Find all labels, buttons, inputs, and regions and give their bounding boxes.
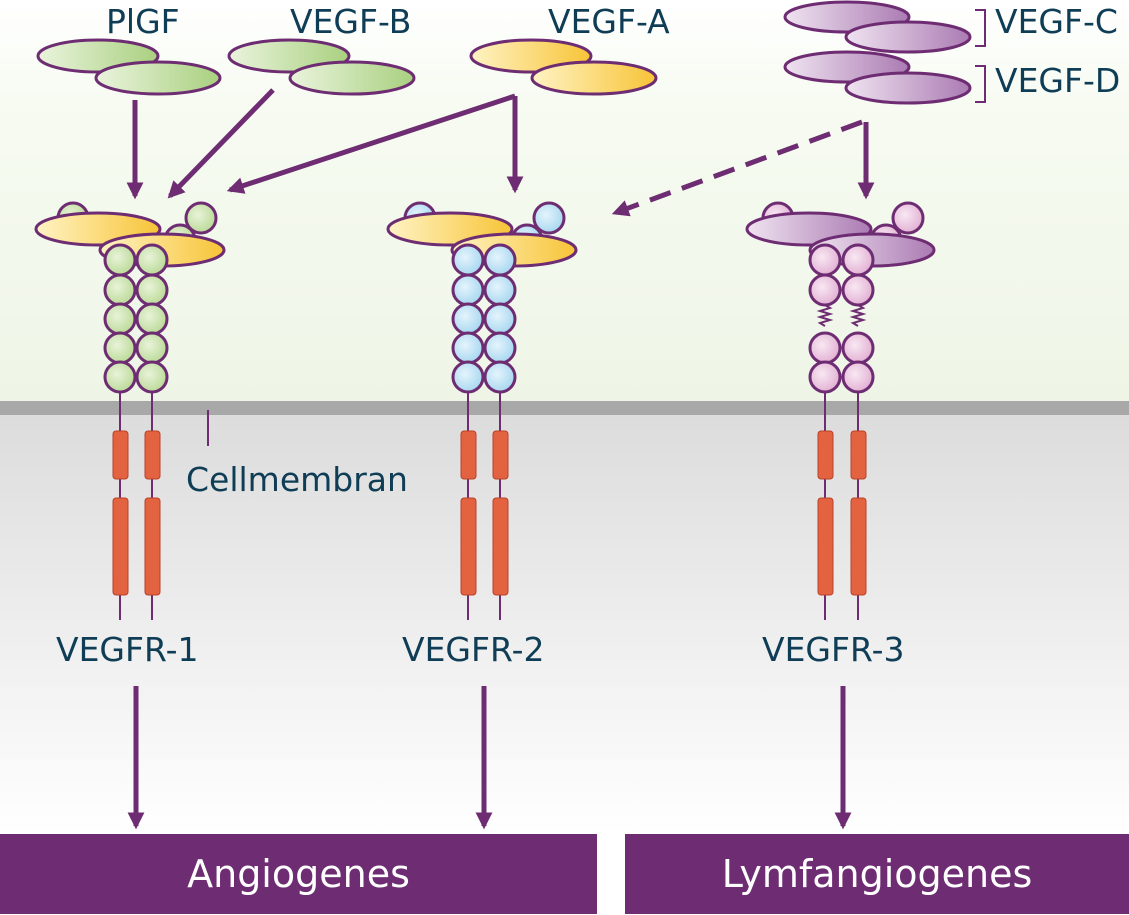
receptor-vegfr1 (34, 201, 226, 620)
arrow-vegfb-to-vegfr1 (167, 88, 275, 199)
ligand-vegf-d (783, 50, 972, 105)
vegfr3-linker-right (849, 304, 867, 327)
ligand-vegf-b (227, 38, 416, 96)
outcome-angiogenesis-label: Angiogenes (187, 852, 410, 896)
vegfr3-linker-left (816, 304, 834, 327)
label-vegfr2: VEGFR-2 (402, 630, 545, 669)
outcome-bar-angiogenesis: Angiogenes (0, 834, 597, 914)
label-vegfr3: VEGFR-3 (762, 630, 905, 669)
label-plgf: PlGF (106, 2, 180, 41)
label-vegf-d: VEGF-D (995, 61, 1121, 100)
outcome-lymphangiogenesis-label: Lymfangiogenes (721, 852, 1033, 896)
binding-arrows (126, 88, 875, 217)
arrow-vegfcd-to-vegfr2 (611, 119, 863, 217)
intracellular-region (0, 413, 1129, 835)
vegf-c-bracket (975, 9, 986, 47)
arrow-vegfa-to-vegfr1 (226, 93, 516, 194)
vegf-d-bracket (975, 65, 986, 103)
receptor-vegfr2 (386, 201, 578, 620)
label-vegf-c: VEGF-C (995, 2, 1118, 41)
ligand-vegf-a (469, 38, 658, 96)
receptor-vegfr3 (745, 201, 936, 620)
label-cell-membrane: Cellmembran (186, 460, 408, 499)
label-vegfr1: VEGFR-1 (56, 630, 199, 669)
ligand-vegf-c (783, 0, 972, 54)
signal-arrows (127, 686, 852, 830)
cell-membrane (0, 401, 1129, 415)
label-vegf-b: VEGF-B (290, 2, 412, 41)
outcome-bar-lymphangiogenesis: Lymfangiogenes (625, 834, 1129, 914)
label-vegf-a: VEGF-A (548, 2, 670, 41)
ligand-plgf (36, 38, 222, 96)
